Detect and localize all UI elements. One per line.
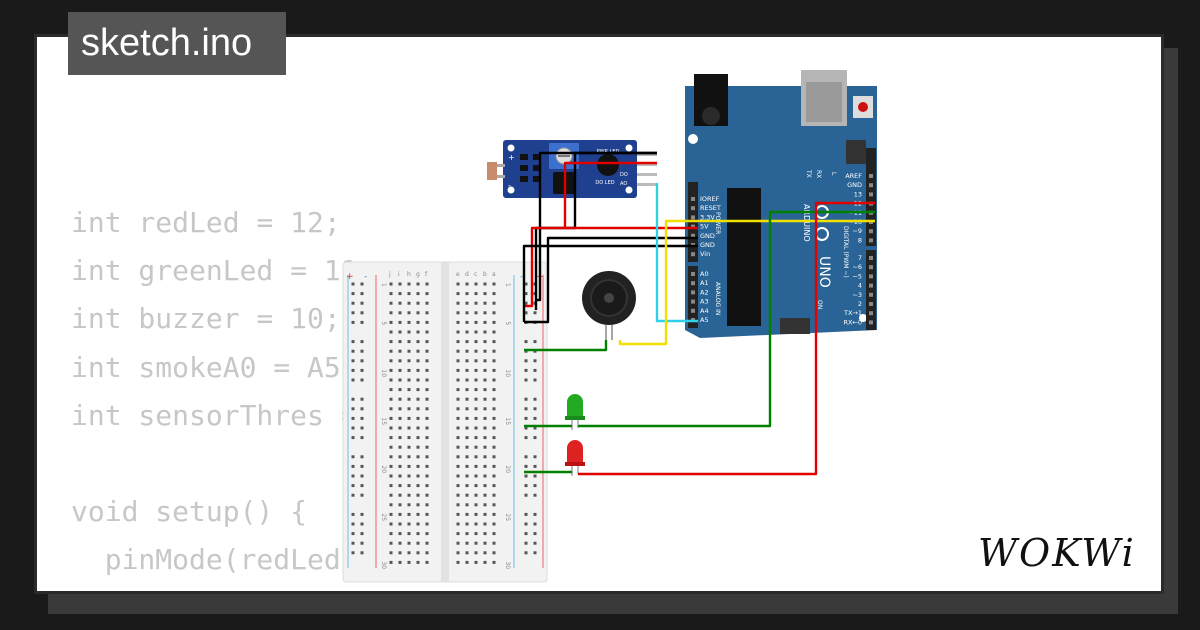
sensor-plus-label: + [508, 153, 515, 162]
buzzer-icon [604, 293, 614, 303]
buzzer[interactable] [582, 271, 636, 340]
digital-pin-label: ~5 [852, 272, 862, 280]
breadboard-row-number: 25 [380, 513, 387, 521]
power-pin-label: GND [700, 241, 715, 249]
power-pin-label: 3.3V [700, 213, 715, 221]
digital-pin-label: AREF [845, 172, 862, 180]
breadboard-row-number: 10 [504, 369, 511, 377]
breadboard-row-number: 15 [380, 417, 387, 425]
analog-header-label: ANALOG IN [714, 282, 721, 315]
code-line: void setup() { [71, 495, 308, 529]
digital-pin-label: ~3 [852, 291, 862, 299]
code-line: int redLed = 12; [71, 206, 341, 239]
digital-pin-label: ~6 [852, 263, 862, 271]
breadboard-column-letter: g [416, 271, 420, 278]
code-line: int greenLed = 11; [71, 254, 375, 288]
breadboard-column-letter: b [483, 271, 487, 278]
digital-pin-label: 7 [858, 254, 862, 262]
rail-minus-label: - [364, 272, 367, 282]
breadboard-row-number: 30 [380, 561, 387, 569]
sensor-do-led-label: DO LED [595, 180, 614, 186]
breadboard-row-number: 1 [380, 283, 387, 287]
comparator-ic-icon [597, 154, 619, 176]
photoresistor-icon [487, 162, 497, 180]
digital-pin-label: 2 [858, 300, 862, 308]
analog-pin-label: A2 [700, 288, 709, 296]
analog-pin-label: A0 [700, 270, 709, 278]
analog-header [688, 266, 698, 328]
rail-minus-label-right: - [520, 272, 523, 282]
digital-pin-label: 13 [854, 190, 862, 198]
arduino-brand-label: ARDUINO [802, 204, 811, 242]
file-name-badge[interactable]: sketch.ino [68, 12, 286, 75]
power-pin-label: Vin [700, 250, 710, 258]
power-pin-label: IOREF [700, 195, 720, 203]
power-pin-label: 5V [700, 223, 709, 231]
breadboard-row-number: 5 [380, 321, 387, 325]
sensor-ao-label: AO [620, 181, 627, 187]
l-led-label: L [830, 172, 837, 176]
breadboard-column-letter: e [456, 271, 460, 278]
digital-header-bottom [866, 250, 876, 330]
wokwi-logo[interactable]: WOKWi [978, 531, 1136, 575]
breadboard-row-number: 5 [504, 321, 511, 325]
power-header-label: POWER [714, 212, 721, 234]
breadboard-row-number: 10 [380, 369, 387, 377]
breadboard-row-number: 30 [504, 561, 511, 569]
rx-label: RX [815, 170, 822, 178]
digital-pin-label: RX←0 [843, 318, 862, 326]
breadboard-column-letter: i [398, 271, 400, 278]
breadboard-column-letter: f [425, 271, 428, 278]
led-red[interactable] [565, 440, 585, 476]
breadboard-column-letter: a [492, 271, 496, 278]
breadboard-column-letter: c [474, 271, 477, 278]
breadboard-holes [351, 282, 537, 564]
led-green[interactable] [565, 394, 585, 430]
smoke-sensor-module[interactable]: + - PWR LED DO LED DO AO [487, 140, 657, 198]
breadboard-row-number: 20 [504, 465, 511, 473]
tx-label: TX [805, 169, 812, 178]
digital-header-label: DIGITAL (PWM ~) [842, 226, 849, 278]
breadboard-column-letter: j [388, 271, 391, 278]
sensor-do-label: DO [620, 172, 628, 178]
arduino-model-label: UNO [816, 256, 832, 288]
on-led-label: ON [816, 300, 823, 309]
digital-pin-label: 8 [858, 236, 862, 244]
power-pin-label: GND [700, 232, 715, 240]
digital-pin-label: TX→1 [843, 309, 862, 317]
wires [522, 151, 875, 476]
code-line: int buzzer = 10; [71, 302, 341, 336]
power-pin-label: RESET [700, 204, 721, 212]
analog-pin-label: A4 [700, 307, 709, 315]
digital-pin-label: 4 [858, 282, 862, 290]
breadboard-row-number: 15 [504, 417, 511, 425]
digital-header-top [866, 148, 876, 246]
breadboard-row-number: 1 [504, 283, 511, 287]
analog-pin-label: A3 [700, 298, 709, 306]
analog-pin-label: A1 [700, 279, 709, 287]
rail-plus-label: + [346, 272, 354, 282]
digital-pin-label: ~9 [852, 227, 862, 235]
breadboard-row-number: 20 [380, 465, 387, 473]
breadboard-row-number: 25 [504, 513, 511, 521]
breadboard-column-letter: h [407, 271, 411, 278]
breadboard-column-letter: d [465, 271, 469, 278]
sensor-minus-label: - [508, 181, 511, 190]
atmega-chip [727, 188, 761, 326]
digital-pin-label: GND [847, 181, 862, 189]
analog-pin-label: A5 [700, 316, 709, 324]
